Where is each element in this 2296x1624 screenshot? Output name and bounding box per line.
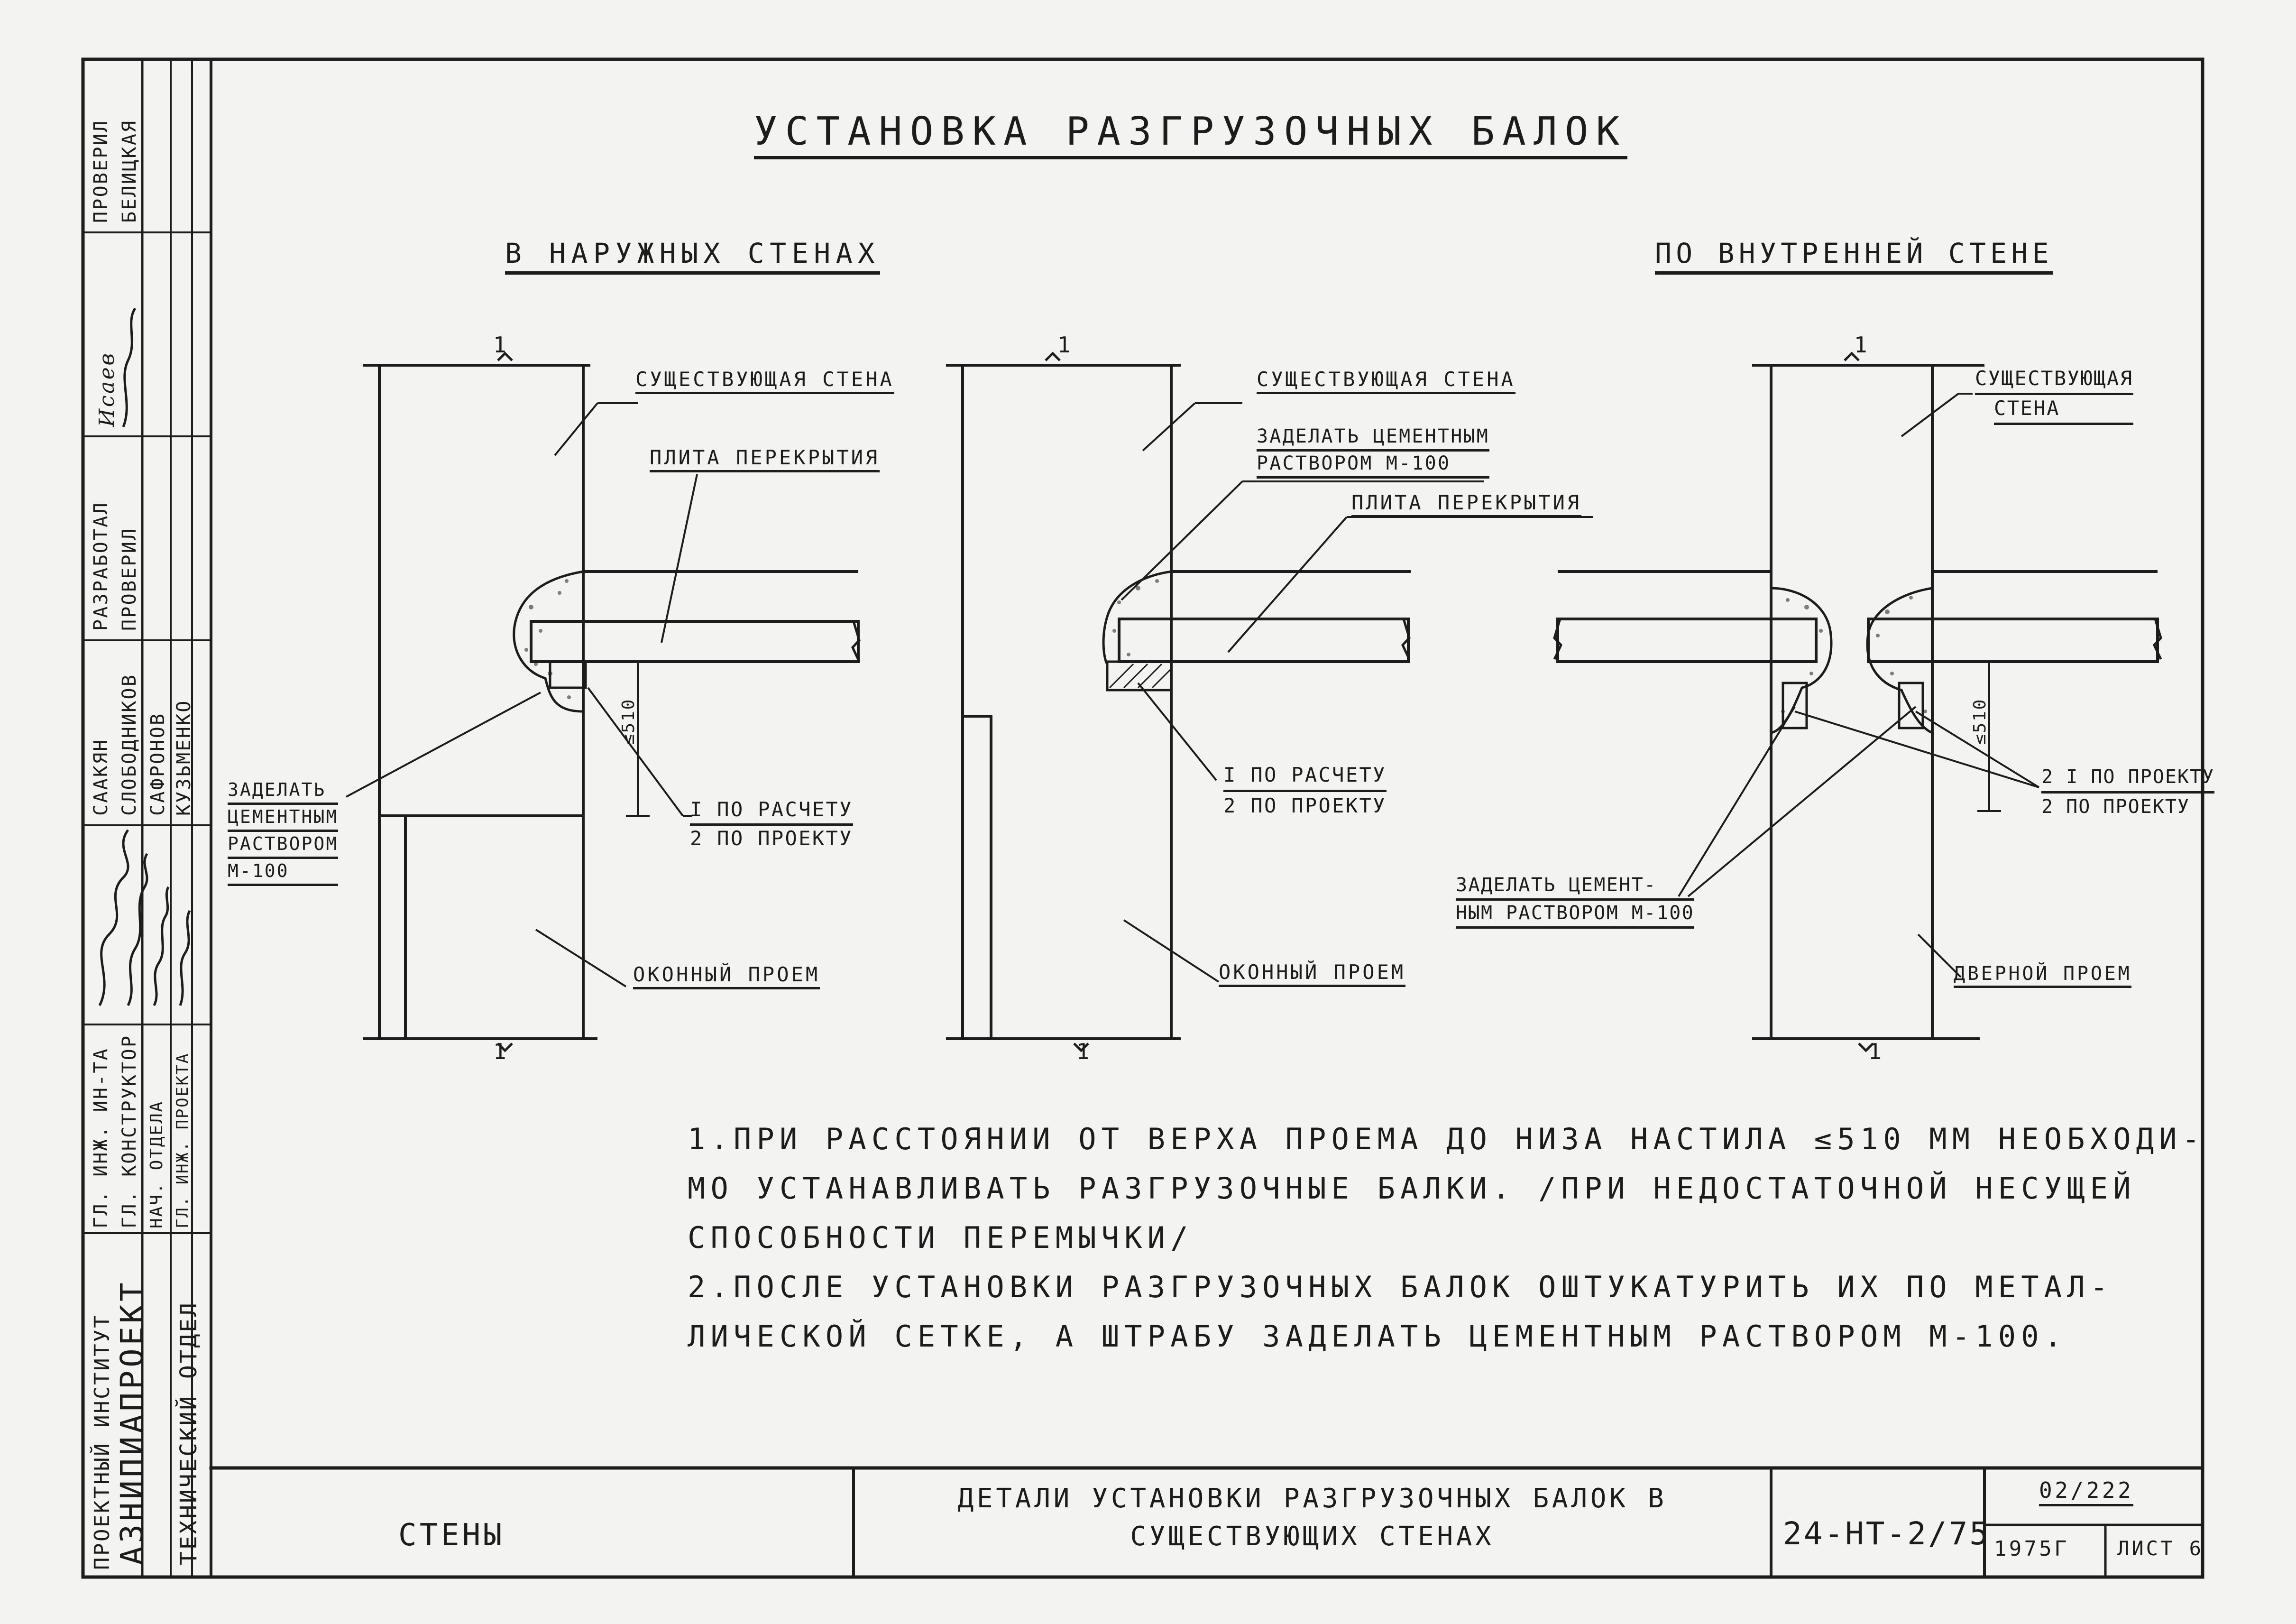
- stamp-sheet: Лист 6: [2117, 1537, 2204, 1560]
- mortar-seal-note-1: Заделать цементным раствором М-100: [228, 778, 339, 886]
- signature-mark: [127, 853, 148, 1006]
- note-line: 2.После установки разгрузочных балок ошт…: [688, 1270, 2113, 1304]
- stamp-number: 02/222: [2039, 1477, 2134, 1506]
- mortar-seal-note-3: Заделать цемент- ным раствором М-100: [1456, 873, 1695, 929]
- stamp-drawing-title: Детали установки разгрузочных балок в су…: [957, 1483, 1667, 1552]
- section-title-outer-walls: в наружных стенах: [505, 237, 880, 275]
- existing-wall-label-2: Существующая стена: [1257, 368, 1515, 394]
- floor-slab-label-1: Плита перекрытия: [650, 446, 880, 472]
- cut-mark-top-3: 1: [1854, 332, 1870, 358]
- mortar-seal-note-2: Заделать цементным раствором М-100: [1257, 424, 1490, 479]
- signature-mark: [153, 886, 170, 1006]
- outer-frame: [81, 57, 2204, 1579]
- detail-3: [1553, 351, 2162, 1052]
- window-opening-label-1: Оконный проем: [633, 963, 820, 989]
- beam-calc-note-1: I по расчету 2 по проекту: [690, 798, 853, 850]
- signature-mark: [122, 307, 137, 427]
- drawing-title: Установка разгрузочных балок: [754, 109, 1627, 159]
- general-notes: 1.При расстоянии от верха проема до низа…: [688, 1115, 2205, 1361]
- beam-calc-note-2: I по расчету 2 по проекту: [1223, 761, 1387, 820]
- cut-mark-bottom-3: 1: [1868, 1039, 1884, 1064]
- note-line: способности перемычки/: [688, 1220, 1194, 1255]
- stamp-code: 24-НТ-2/75: [1783, 1515, 1990, 1552]
- beam-calc-note-3: 2 I по проекту 2 по проекту: [2041, 764, 2215, 820]
- existing-wall-label-1: Существующая стена: [635, 368, 894, 394]
- cut-mark-top-1: 1: [493, 332, 509, 358]
- note-line: 1.При расстоянии от верха проема до низа…: [688, 1122, 2205, 1156]
- note-line: мо устанавливать разгрузочные балки. /Пр…: [688, 1171, 2136, 1206]
- door-opening-label-3: Дверной проем: [1954, 963, 2132, 988]
- signature-mark: [98, 829, 129, 1006]
- existing-wall-label-3: Существующая стена: [1975, 365, 2133, 425]
- window-opening-label-2: Оконный проем: [1219, 960, 1406, 987]
- detail-2: [946, 351, 1593, 1052]
- cut-mark-bottom-1: 1: [493, 1039, 509, 1064]
- stamp-year: 1975г: [1994, 1537, 2069, 1561]
- signature-mark: [179, 910, 191, 1006]
- note-line: лической сетке, а штрабу заделать цемент…: [688, 1319, 2067, 1354]
- cut-mark-bottom-2: 1: [1076, 1039, 1093, 1064]
- stamp-section: Стены: [398, 1518, 505, 1553]
- detail-1: [346, 351, 861, 1052]
- cut-mark-top-2: 1: [1057, 332, 1074, 358]
- floor-slab-label-2: Плита перекрытия: [1351, 491, 1582, 517]
- section-title-inner-wall: по внутренней стене: [1655, 237, 2053, 275]
